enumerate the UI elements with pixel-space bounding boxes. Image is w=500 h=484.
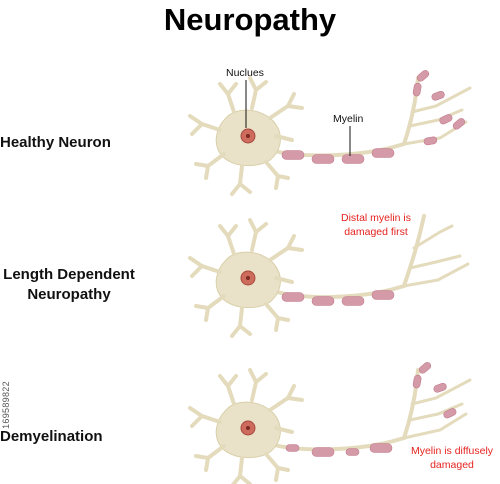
distal-myelin-note-line2: damaged first: [344, 226, 408, 238]
length-dependent-neuron: [188, 214, 470, 338]
row-label-demyelination: Demyelination: [0, 428, 103, 445]
row-label-length-line2: Neuropathy: [27, 286, 111, 303]
diffuse-myelin-note: Myelin is diffusely damaged: [400, 444, 500, 472]
healthy-neuron: [188, 68, 472, 196]
row-label-healthy-neuron: Healthy Neuron: [0, 134, 111, 151]
diffuse-myelin-note-line2: damaged: [430, 459, 474, 471]
distal-myelin-note: Distal myelin is damaged first: [326, 211, 426, 239]
nucleus-callout-label: Nuclues: [226, 67, 264, 79]
myelin-callout-label: Myelin: [333, 113, 364, 125]
page-title: Neuropathy: [163, 2, 337, 37]
row-label-length-line1: Length Dependent: [3, 266, 135, 283]
distal-myelin-note-line1: Distal myelin is: [340, 212, 411, 224]
row-label-length-dependent: Length Dependent Neuropathy: [0, 265, 138, 305]
demyelination-neuron: [188, 360, 472, 484]
diffuse-myelin-note-line1: Myelin is diffusely: [410, 445, 494, 457]
